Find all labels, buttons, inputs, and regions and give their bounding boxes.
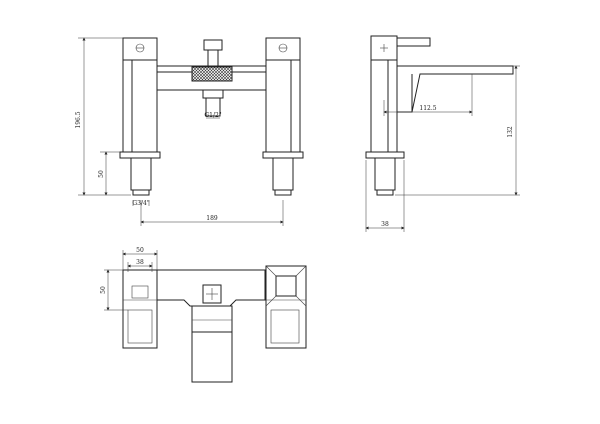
dim-side-base: 38 (381, 221, 389, 228)
left-pillar-body (122, 59, 158, 153)
dim-side-projection: 112.5 (419, 105, 436, 112)
diverter-cap (203, 39, 223, 51)
side-pillar-body (370, 59, 398, 153)
side-elevation: 112.5 132 38 (365, 35, 520, 232)
plan-right-square-inner (270, 309, 300, 344)
plan-spout (191, 305, 233, 383)
side-spout (396, 65, 514, 113)
side-pillar-base (365, 151, 405, 159)
right-pillar-body (265, 59, 301, 153)
plan-left-square-inner (127, 309, 153, 344)
right-inlet (272, 157, 294, 191)
spout-outlet (202, 89, 224, 99)
dim-plan-depth: 50 (100, 286, 107, 294)
right-pillar-base (262, 151, 304, 159)
right-pillar-handle (265, 37, 301, 61)
plan-view: 50 38 50 (100, 247, 307, 383)
dim-plan-width-inner: 38 (136, 259, 144, 266)
dim-spout-thread: G1/2" (204, 112, 221, 119)
diverter-stem (207, 49, 219, 67)
dim-overall-height: 196.5 (75, 111, 82, 128)
dim-centres: 189 (206, 215, 218, 222)
left-pillar-handle (122, 37, 158, 61)
knurled-grip (191, 66, 233, 82)
dim-lower-body-height: 50 (98, 170, 105, 178)
dim-side-height: 132 (507, 126, 514, 138)
plan-left-square-outer (122, 269, 158, 349)
left-pillar-base (119, 151, 161, 159)
left-inlet (130, 157, 152, 191)
side-inlet (374, 157, 396, 191)
front-elevation: 196.5 50 G3/4" G1/2" 189 (75, 37, 304, 226)
dim-plan-width-outer: 50 (136, 247, 144, 254)
